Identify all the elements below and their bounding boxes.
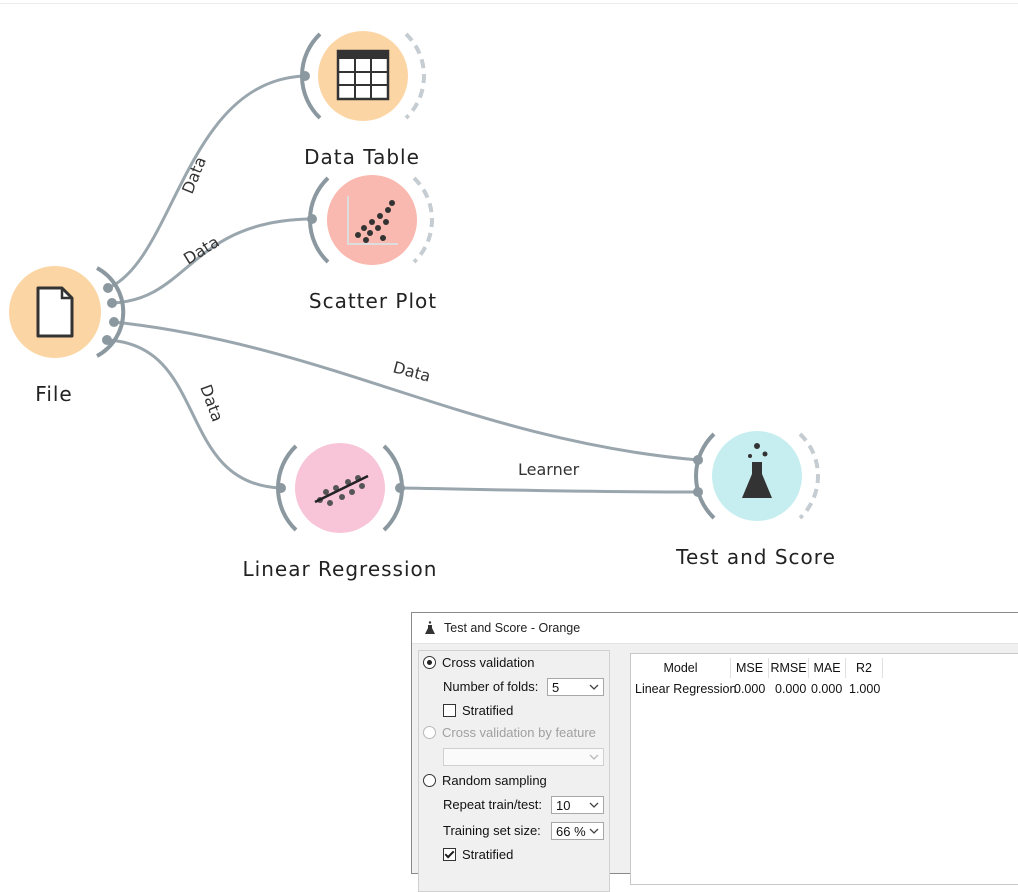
stratified-checkbox-2[interactable] xyxy=(443,848,456,861)
cell-mse: 0.000 xyxy=(734,682,766,696)
stratified-label-1: Stratified xyxy=(462,703,514,718)
flask-icon xyxy=(425,621,435,634)
cross-validation-label: Cross validation xyxy=(442,655,535,670)
random-sampling-radio[interactable] xyxy=(423,774,436,787)
stratified-label-2: Stratified xyxy=(462,847,514,862)
chevron-down-icon xyxy=(589,828,599,834)
link-label-data-3: Data xyxy=(391,358,433,386)
number-of-folds-label: Number of folds: xyxy=(443,679,539,694)
training-set-size-select[interactable]: 66 % xyxy=(551,822,604,840)
training-set-size-row: Training set size: xyxy=(443,823,541,838)
training-set-size-label: Training set size: xyxy=(443,823,541,838)
number-of-folds-select[interactable]: 5 xyxy=(547,678,604,696)
regression-icon xyxy=(314,474,369,506)
column-header-label: Model xyxy=(663,661,698,675)
node-label-data-table: Data Table xyxy=(304,145,420,169)
repeat-train-test-value: 10 xyxy=(556,797,571,813)
cross-validation-option[interactable]: Cross validation xyxy=(423,655,535,670)
cell-rmse: 0.000 xyxy=(775,682,807,696)
link-label-data-2: Data xyxy=(180,232,222,268)
sampling-panel: Cross validation Number of folds: 5 Stra… xyxy=(418,650,610,892)
node-file[interactable] xyxy=(9,266,126,358)
results-table: Model MSE RMSE MAE R2 Linear Regression … xyxy=(630,653,1018,885)
cv-by-feature-label: Cross validation by feature xyxy=(442,725,596,740)
feature-select xyxy=(443,748,604,766)
cv-by-feature-option: Cross validation by feature xyxy=(423,725,596,740)
test-and-score-window: Test and Score - Orange Cross validation… xyxy=(411,612,1018,892)
node-label-scatter-plot: Scatter Plot xyxy=(308,289,438,313)
node-label-file: File xyxy=(35,382,73,406)
cell-r2: 1.000 xyxy=(849,682,881,696)
repeat-train-test-select[interactable]: 10 xyxy=(551,796,604,814)
window-titlebar[interactable]: Test and Score - Orange xyxy=(412,613,1018,644)
node-label-test-and-score: Test and Score xyxy=(676,545,836,569)
top-border xyxy=(0,3,1018,4)
column-header-rmse[interactable]: RMSE xyxy=(769,658,809,678)
repeat-train-test-row: Repeat train/test: xyxy=(443,797,542,812)
column-header-mae[interactable]: MAE xyxy=(809,658,846,678)
cross-validation-radio[interactable] xyxy=(423,656,436,669)
cv-by-feature-radio xyxy=(423,726,436,739)
cell-mae: 0.000 xyxy=(811,682,843,696)
chevron-down-icon xyxy=(589,754,599,760)
link-file-to-linear-regression[interactable] xyxy=(105,338,283,490)
node-data-table[interactable] xyxy=(300,31,426,121)
link-file-to-scatter-plot[interactable] xyxy=(110,217,314,305)
table-icon xyxy=(336,49,390,101)
column-header-label: MSE xyxy=(735,661,764,675)
node-label-linear-regression: Linear Regression xyxy=(242,557,438,581)
repeat-train-test-label: Repeat train/test: xyxy=(443,797,542,812)
chevron-down-icon xyxy=(589,802,599,808)
cell-model: Linear Regression xyxy=(635,682,737,696)
column-header-r2[interactable]: R2 xyxy=(846,658,883,678)
column-header-mse[interactable]: MSE xyxy=(731,658,769,678)
node-test-and-score[interactable] xyxy=(693,431,820,521)
link-learner-to-test-score[interactable] xyxy=(398,486,700,494)
flask-icon xyxy=(742,443,772,498)
column-header-model[interactable]: Model xyxy=(631,658,731,678)
column-header-label: MAE xyxy=(813,661,841,675)
number-of-folds-value: 5 xyxy=(552,679,560,695)
chevron-down-icon xyxy=(589,684,599,690)
random-sampling-option[interactable]: Random sampling xyxy=(423,773,547,788)
link-label-data-4: Data xyxy=(196,382,227,424)
link-file-to-test-score[interactable] xyxy=(112,320,700,462)
window-title: Test and Score - Orange xyxy=(444,621,581,635)
column-header-label: RMSE xyxy=(770,661,807,675)
training-set-size-value: 66 % xyxy=(556,823,586,839)
random-sampling-label: Random sampling xyxy=(442,773,547,788)
file-icon xyxy=(36,286,74,338)
number-of-folds-row: Number of folds: xyxy=(443,679,538,694)
node-linear-regression[interactable] xyxy=(276,443,405,533)
stratified-checkbox-1[interactable] xyxy=(443,704,456,717)
column-header-label: R2 xyxy=(856,661,872,675)
scatter-plot-icon xyxy=(347,196,398,245)
link-file-to-data-table[interactable] xyxy=(106,74,307,290)
workflow-canvas: Data Data Data Data Learner xyxy=(9,31,820,533)
stratified-option-1[interactable]: Stratified xyxy=(443,703,513,718)
link-label-learner: Learner xyxy=(518,460,580,479)
node-scatter-plot[interactable] xyxy=(307,175,434,265)
link-label-data-1: Data xyxy=(178,154,210,197)
